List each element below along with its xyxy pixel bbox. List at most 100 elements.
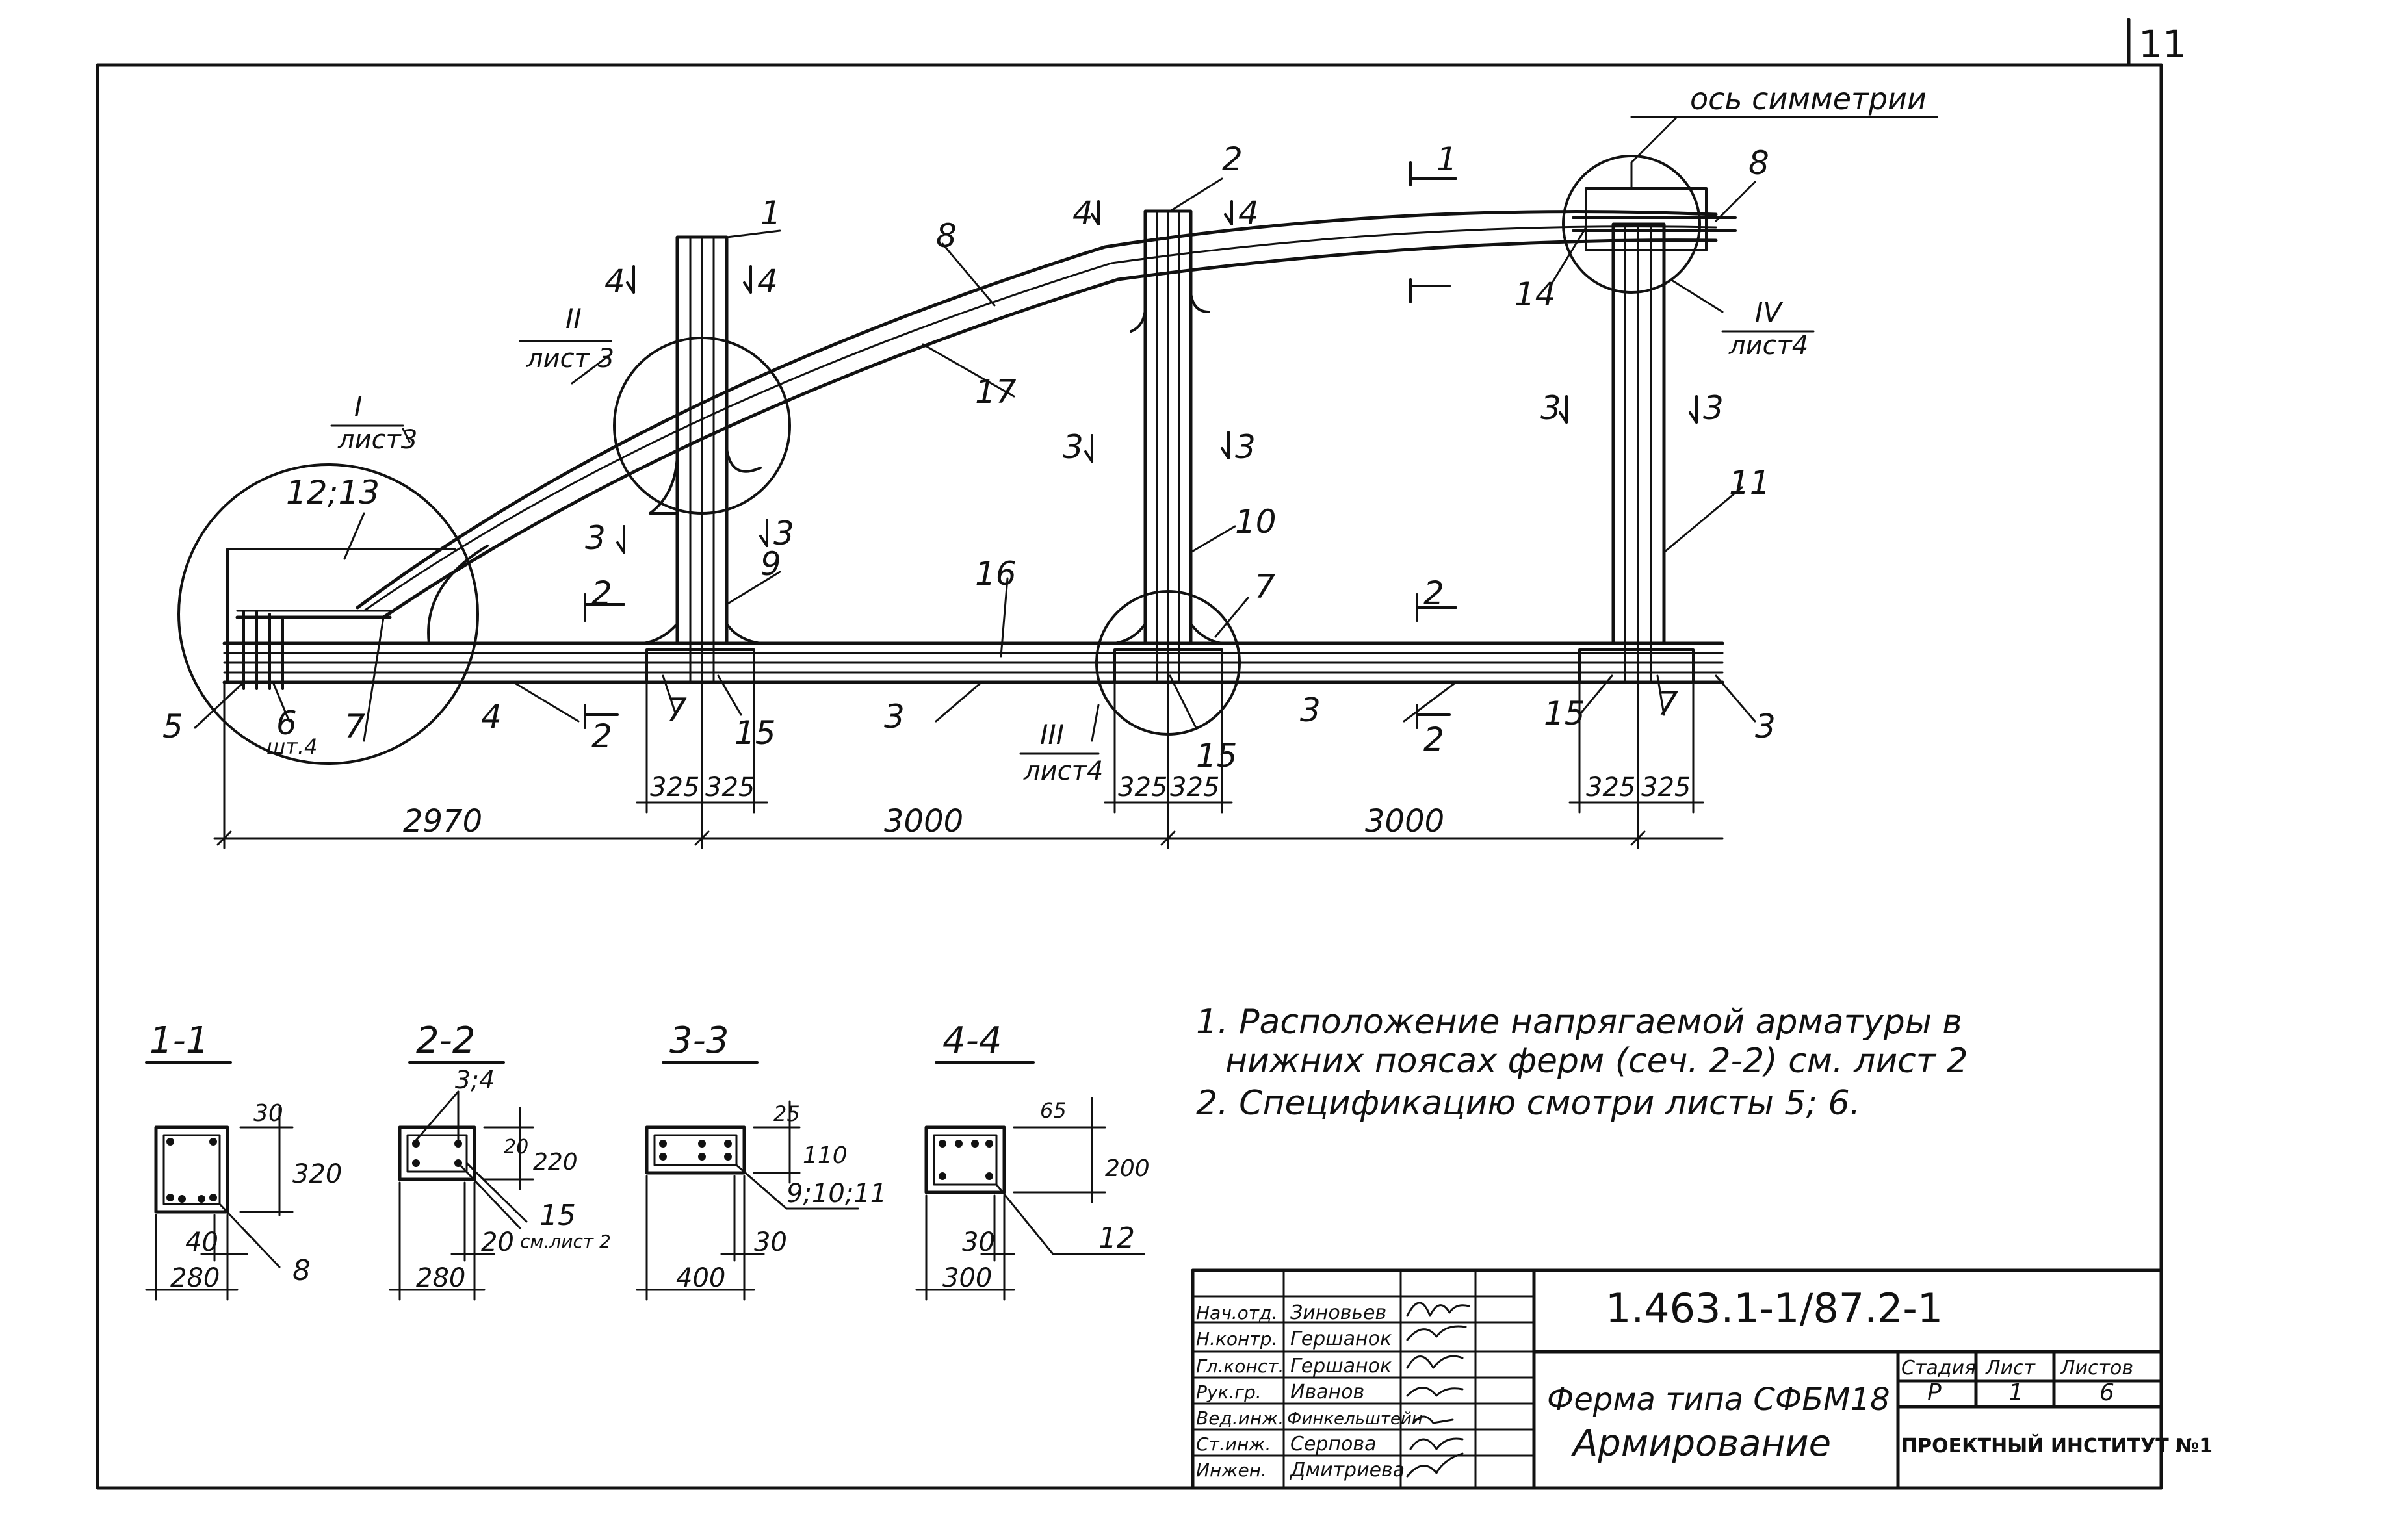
mark-5: 5 <box>162 708 183 745</box>
sig-name-3: Гершанок <box>1290 1355 1392 1378</box>
node-4-sheet: лист4 <box>1728 331 1808 361</box>
bottom-chord <box>222 641 1724 684</box>
section-2-2-mark-3-4: 3;4 <box>455 1066 495 1094</box>
section-2-2-dim-220: 220 <box>533 1149 578 1175</box>
sig-name-1: Зиновьев <box>1290 1302 1386 1324</box>
section-1-1-dim-30: 30 <box>253 1100 283 1127</box>
section-4-4-dim-30: 30 <box>962 1227 995 1257</box>
stage-value: Р <box>1927 1380 1942 1406</box>
axis-label: ось симметрии <box>1690 81 1927 116</box>
title-line-1: Ферма типа СФБМ18 <box>1547 1381 1890 1418</box>
section-2-2-dim-280: 280 <box>416 1263 465 1293</box>
mark-3-left: 3 <box>884 698 905 736</box>
mark-10: 10 <box>1235 503 1277 541</box>
mark-14: 14 <box>1514 276 1556 313</box>
cut-4-b: 4 <box>757 263 778 300</box>
cut-2-right-bottom: 2 <box>1423 721 1444 758</box>
cut-4-d: 4 <box>1238 194 1259 232</box>
section-3-3: 3-3 25 110 30 400 9;10;11 <box>636 1020 887 1301</box>
section-3-3-dim-110: 110 <box>803 1142 848 1169</box>
post-3 <box>1572 161 1737 684</box>
organization: ПРОЕКТНЫЙ ИНСТИТУТ №1 <box>1901 1434 2213 1457</box>
section-2-2: 2-2 3;4 20 220 20 280 15 см.лист 2 <box>389 1020 611 1301</box>
mark-9: 9 <box>760 545 781 583</box>
section-4-4: 4-4 65 200 30 300 12 <box>915 1020 1150 1301</box>
detail-circle-4 <box>1562 155 1701 294</box>
section-1-1-dim-40: 40 <box>185 1227 218 1257</box>
sheet-value: 1 <box>2008 1380 2023 1406</box>
title-block: 1.463.1-1/87.2-1 Ферма типа СФБМ18 Армир… <box>1191 1268 2213 1490</box>
dim-325-4: 325 <box>1170 773 1219 802</box>
mark-1: 1 <box>760 194 781 232</box>
sig-role-6: Ст.инж. <box>1196 1433 1271 1455</box>
section-3-3-dim-25: 25 <box>773 1101 800 1126</box>
section-4-4-mark-12: 12 <box>1098 1222 1135 1255</box>
cut-3-f: 3 <box>1703 389 1724 427</box>
cut-4-a: 4 <box>604 263 625 300</box>
node-2-roman: II <box>565 303 582 335</box>
sheet-frame: 11 <box>96 18 2187 1490</box>
node-3-sheet: лист4 <box>1023 756 1103 786</box>
node-references: I лист3 II лист 3 III лист4 IV лист4 <box>330 296 1815 786</box>
mark-7-post3: 7 <box>1657 685 1678 723</box>
mark-6-qty: шт.4 <box>266 734 317 759</box>
cut-3-b: 3 <box>773 515 794 552</box>
section-1-1-title: 1-1 <box>149 1020 209 1062</box>
mark-4: 4 <box>481 698 502 736</box>
truss-elevation: ось симметрии <box>162 81 1938 849</box>
mark-3-mid: 3 <box>1300 691 1321 729</box>
section-1-1-mark-8: 8 <box>292 1254 311 1287</box>
cut-4-c: 4 <box>1072 194 1093 232</box>
detail-circle-1 <box>177 463 479 765</box>
node-1-roman: I <box>354 391 362 422</box>
mark-17: 17 <box>975 373 1017 411</box>
mark-8-top: 8 <box>1748 144 1769 182</box>
node-1-sheet: лист3 <box>337 425 417 455</box>
support-end <box>226 548 456 690</box>
mark-15-post2: 15 <box>1196 737 1238 775</box>
cut-3-e: 3 <box>1540 389 1561 427</box>
sig-role-1: Нач.отд. <box>1196 1302 1277 1324</box>
sheets-header: Листов <box>2060 1357 2133 1380</box>
section-2-2-dim-20: 20 <box>504 1136 528 1159</box>
mark-7-post2: 7 <box>1254 568 1275 606</box>
mark-3-right: 3 <box>1755 708 1776 745</box>
section-2-2-title: 2-2 <box>416 1020 475 1062</box>
top-chord <box>356 210 1718 645</box>
cut-3-d: 3 <box>1235 428 1256 466</box>
section-4-4-dim-300: 300 <box>942 1263 992 1293</box>
post-1 <box>642 235 762 684</box>
mark-12-13: 12;13 <box>286 474 380 511</box>
post-2 <box>1113 209 1223 684</box>
section-cuts: 1 2 2 2 2 3 3 3 3 3 3 4 4 4 4 <box>584 140 1724 758</box>
position-marks: 1 2 8 17 9 10 11 16 7 8 14 12;13 5 6 шт.… <box>162 140 1776 775</box>
drawing-code: 1.463.1-1/87.2-1 <box>1605 1285 1943 1332</box>
mark-7-end: 7 <box>344 708 365 745</box>
section-4-4-title: 4-4 <box>942 1020 1002 1062</box>
sig-role-7: Инжен. <box>1196 1459 1267 1481</box>
sheet-number: 11 <box>2138 22 2187 66</box>
cut-1-top: 1 <box>1436 140 1457 178</box>
notes: 1. Расположение напрягаемой арматуры в н… <box>1196 1003 1968 1123</box>
cross-sections: 1-1 30 320 40 280 8 2-2 <box>145 1020 1150 1301</box>
cut-2-right-top: 2 <box>1423 574 1444 612</box>
mark-8: 8 <box>936 217 957 255</box>
section-1-1-dim-280: 280 <box>170 1263 220 1293</box>
note-2: 2. Спецификацию смотри листы 5; 6. <box>1196 1084 1860 1123</box>
mark-2: 2 <box>1222 140 1243 178</box>
sheet-header: Лист <box>1985 1357 2036 1380</box>
section-3-3-dim-400: 400 <box>676 1263 725 1293</box>
detail-circle-2 <box>613 337 791 515</box>
mark-15-post3: 15 <box>1544 695 1585 732</box>
dim-325-6: 325 <box>1641 773 1691 802</box>
cut-2-left-bottom: 2 <box>591 717 612 755</box>
section-4-4-dim-65: 65 <box>1040 1098 1067 1123</box>
sig-role-2: Н.контр. <box>1196 1328 1277 1350</box>
mark-7-post1: 7 <box>666 691 687 729</box>
node-4-roman: IV <box>1755 296 1784 328</box>
node-3-roman: III <box>1040 719 1064 751</box>
sig-name-5: Финкельштейн <box>1287 1409 1423 1429</box>
title-line-2: Армирование <box>1571 1422 1831 1465</box>
dim-3000-a: 3000 <box>884 803 963 840</box>
